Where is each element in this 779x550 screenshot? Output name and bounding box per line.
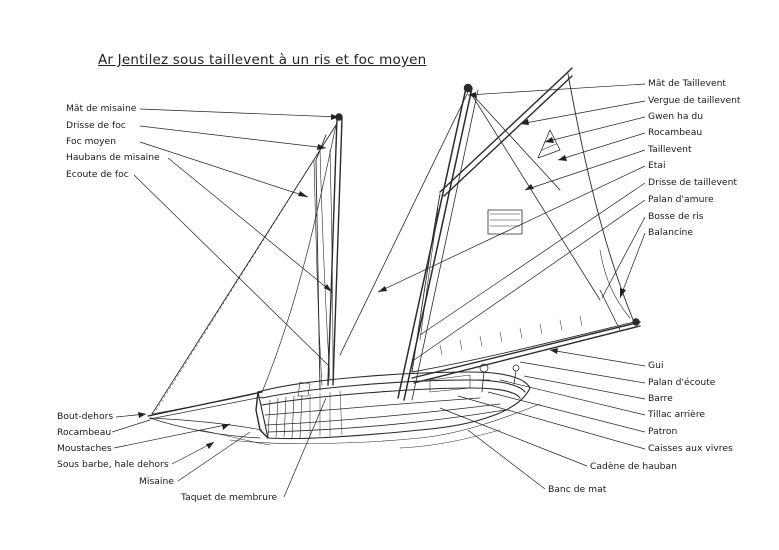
label-drisse-de-taillevent: Drisse de taillevent: [648, 177, 738, 188]
label-moustaches: Moustaches: [57, 443, 112, 454]
foremast: [327, 113, 343, 386]
label-rocambeau-left: Rocambeau: [57, 427, 112, 438]
label-caisses-aux-vivres: Caisses aux vivres: [648, 443, 733, 454]
hull: [199, 371, 541, 449]
label-taillevent: Taillevent: [648, 144, 692, 155]
label-palan-damure: Palan d'amure: [648, 194, 714, 205]
label-rocambeau-right: Rocambeau: [648, 127, 703, 138]
label-banc-de-mat: Banc de mat: [548, 484, 607, 495]
rigging: [339, 91, 621, 356]
label-haubans-de-misaine: Haubans de misaine: [66, 152, 160, 163]
label-tillac-arriere: Tillac arrière: [648, 409, 706, 420]
label-mat-de-taillevent: Mât de Taillevent: [648, 78, 727, 89]
label-etai: Etai: [648, 160, 666, 171]
mainsail: [411, 73, 635, 373]
diagram-title: Ar Jentilez sous taillevent à un ris et …: [98, 52, 427, 68]
label-ecoute-de-foc: Ecoute de foc: [66, 169, 129, 180]
label-barre: Barre: [648, 393, 673, 404]
label-palan-decoute: Palan d'écoute: [648, 377, 716, 388]
label-bout-dehors: Bout-dehors: [57, 411, 114, 422]
jib-sail: [151, 124, 337, 415]
label-taquet-de-membrure: Taquet de membrure: [181, 492, 278, 503]
mainmast: [397, 83, 479, 401]
arrowheads: [138, 92, 626, 449]
deck-details: [297, 363, 520, 397]
label-patron: Patron: [648, 426, 678, 437]
label-sous-barbe: Sous barbe, hale dehors: [57, 459, 169, 470]
label-misaine: Misaine: [139, 476, 174, 487]
label-vergue-de-taillevent: Vergue de taillevent: [648, 95, 741, 106]
label-foc-moyen: Foc moyen: [66, 136, 117, 147]
label-gui: Gui: [648, 360, 664, 371]
label-gwen-ha-du: Gwen ha du: [648, 111, 704, 122]
label-balancine: Balancine: [648, 227, 694, 238]
label-mat-de-misaine: Mât de misaine: [66, 103, 137, 114]
leader-lines: [111, 83, 646, 498]
label-bosse-de-ris: Bosse de ris: [648, 211, 704, 222]
label-drisse-de-foc: Drisse de foc: [66, 120, 126, 131]
label-cadene-de-hauban: Cadène de hauban: [590, 461, 677, 472]
foresail: [313, 134, 334, 391]
main-yard: [439, 67, 573, 197]
boom: [411, 318, 641, 384]
